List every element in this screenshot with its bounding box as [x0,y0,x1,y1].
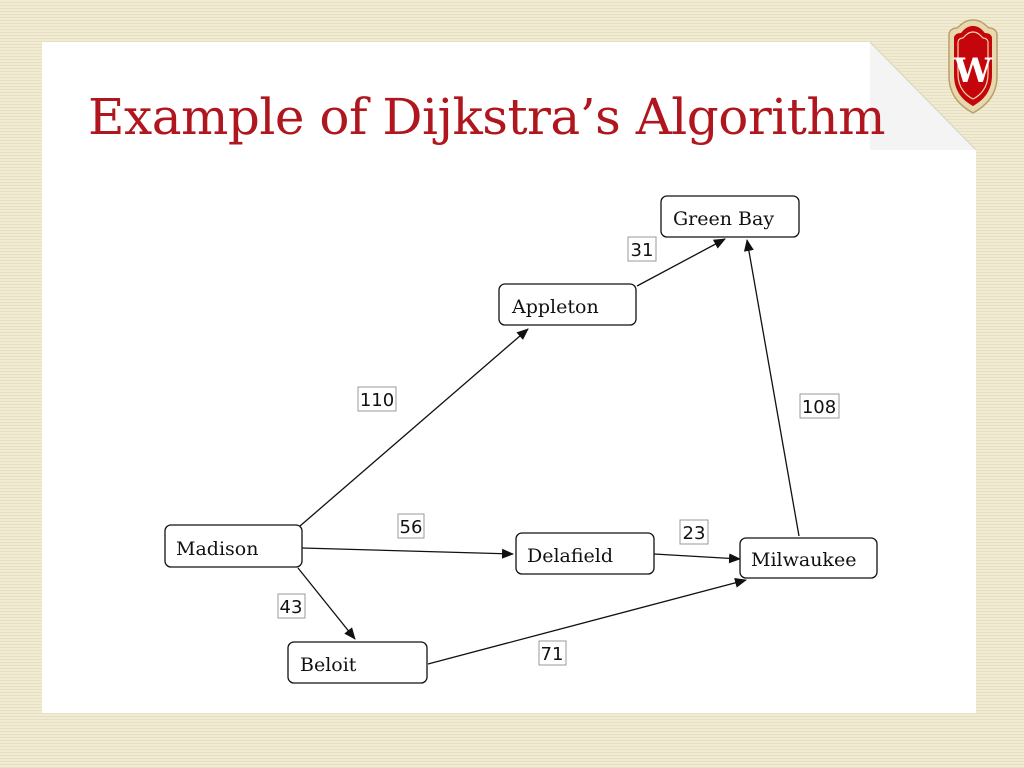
weight-madison-delafield: 56 [397,513,425,539]
node-label-delafield: Delafield [527,545,613,567]
node-green-bay: Green Bay [660,195,800,238]
weight-madison-beloit: 43 [277,593,306,619]
weight-label-108: 108 [802,397,836,418]
node-milwaukee: Milwaukee [739,537,878,579]
edge-madison-delafield [301,547,514,559]
node-beloit: Beloit [287,641,428,684]
edge-madison-appleton [299,328,529,527]
node-appleton: Appleton [498,283,637,326]
node-madison: Madison [164,524,303,568]
weight-milwaukee-green-bay: 108 [799,393,840,419]
weight-delafield-milwaukee: 23 [679,519,709,545]
edge-appleton-green-bay [636,238,726,287]
weight-label-56: 56 [400,517,423,538]
edge-beloit-milwaukee [427,577,747,665]
crest-letter: W [953,51,993,91]
weight-appleton-green-bay: 31 [627,236,657,262]
node-label-madison: Madison [176,538,258,560]
weight-label-23: 23 [683,523,706,544]
slide-title: Example of Dijkstra’s Algorithm [88,88,886,146]
slide-card [42,42,976,713]
weight-label-43: 43 [280,597,303,618]
weight-label-110: 110 [360,390,394,411]
weight-labels: 110 31 56 23 108 43 71 [277,236,840,666]
weight-label-71: 71 [541,644,564,665]
graph-nodes: Green Bay Appleton Madison Delafield Mil… [164,195,878,684]
node-label-beloit: Beloit [300,654,357,676]
edge-delafield-milwaukee [653,553,741,564]
node-label-milwaukee: Milwaukee [751,549,856,571]
weight-madison-appleton: 110 [357,386,397,412]
edge-madison-beloit [297,567,356,640]
node-label-green-bay: Green Bay [673,208,774,230]
graph-edges [297,238,800,665]
node-delafield: Delafield [515,532,655,575]
weight-label-31: 31 [631,240,654,261]
node-label-appleton: Appleton [511,296,599,318]
university-w-crest-icon: W [948,19,998,114]
edge-milwaukee-green-bay [743,239,800,537]
weight-beloit-milwaukee: 71 [538,640,567,666]
